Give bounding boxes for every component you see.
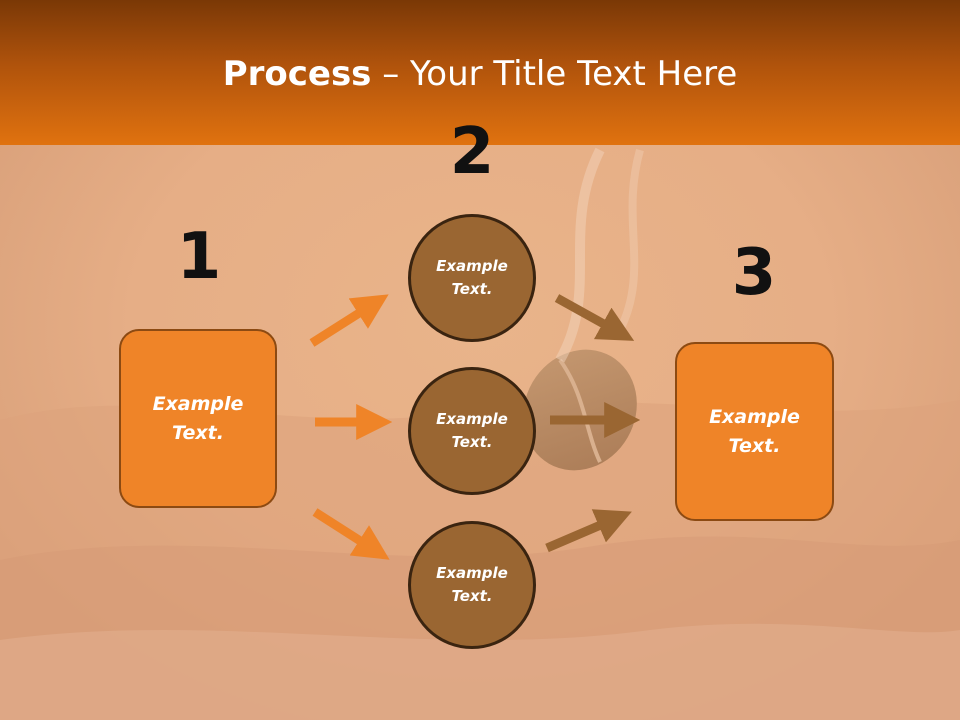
title-bold: Process — [222, 54, 372, 94]
arrow-to-circle-3 — [312, 508, 390, 560]
right-step-box[interactable]: Example Text. — [675, 342, 834, 521]
left-step-box[interactable]: Example Text. — [119, 329, 277, 508]
middle-circle-2-text: Example Text. — [436, 410, 508, 451]
step-number-2: 2 — [449, 115, 495, 189]
title-bar — [0, 0, 960, 145]
arrow-to-circle-1 — [309, 294, 389, 347]
middle-circle-1-text: Example Text. — [436, 257, 508, 298]
step-number-3: 3 — [731, 236, 777, 310]
arrow-from-circle-1 — [554, 294, 635, 341]
step-number-1: 1 — [176, 220, 222, 294]
middle-circle-2[interactable]: Example Text. — [408, 367, 536, 495]
slide-title: Process – Your Title Text Here — [0, 52, 960, 96]
arrow-from-circle-3 — [545, 509, 632, 553]
coffee-bean — [523, 349, 637, 471]
middle-circle-1[interactable]: Example Text. — [408, 214, 536, 342]
middle-circle-3[interactable]: Example Text. — [408, 521, 536, 649]
left-step-box-text: Example Text. — [152, 392, 244, 444]
right-step-box-text: Example Text. — [709, 405, 800, 457]
title-rest: – Your Title Text Here — [371, 54, 738, 94]
middle-circle-3-text: Example Text. — [436, 564, 508, 605]
